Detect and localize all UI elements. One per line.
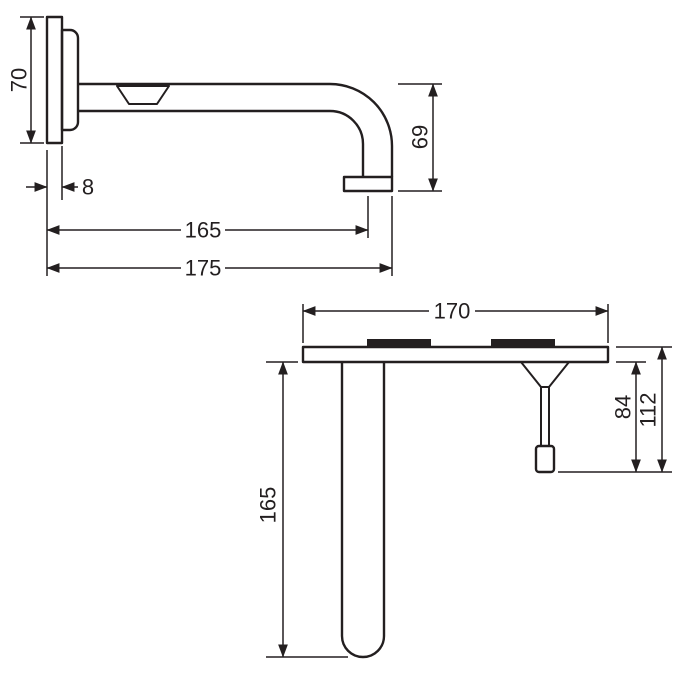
dim-spout-drop: 69 <box>398 83 442 192</box>
side-view: 70 8 69 165 175 <box>7 15 442 281</box>
label-backing <box>181 257 225 279</box>
wall-plate <box>45 15 80 145</box>
dim-spout-length: 165 <box>256 361 348 658</box>
handle <box>520 361 570 474</box>
handle-cone <box>520 361 570 388</box>
dim-plate-width: 170 <box>302 299 609 343</box>
dimension-label-69: 69 <box>408 125 433 149</box>
dim-plate-height: 70 <box>7 16 44 144</box>
label-backing <box>181 219 225 241</box>
mounting-plate <box>301 339 610 364</box>
dimension-label-165: 165 <box>256 487 281 524</box>
mounting-slot-left <box>367 339 431 347</box>
mounting-slot-right <box>491 339 555 347</box>
spout-side <box>78 82 394 193</box>
spout-plan <box>340 362 386 659</box>
spout-inner-edge <box>78 109 365 177</box>
dim-total-reach: 175 <box>46 196 393 281</box>
dimension-label-84: 84 <box>611 395 636 419</box>
handle-stem <box>540 386 550 447</box>
dimension-label-170: 170 <box>434 299 471 324</box>
escutcheon-plate <box>45 15 64 145</box>
mounting-body <box>60 28 80 132</box>
dimension-label-112: 112 <box>636 392 661 427</box>
plate-outline <box>301 345 610 364</box>
dim-plate-depth: 8 <box>26 146 94 276</box>
aerator-insert <box>116 85 170 105</box>
dimension-label-165: 165 <box>185 218 222 243</box>
dimension-label-8: 8 <box>82 175 94 200</box>
dim-spout-reach: 165 <box>46 196 369 243</box>
dim-handle-depth: 84 <box>558 361 672 473</box>
dimension-label-175: 175 <box>185 256 222 281</box>
label-backing <box>429 300 475 322</box>
spout-outlet <box>342 175 394 193</box>
handle-grip <box>534 444 556 474</box>
spout-outer-edge <box>78 82 394 177</box>
plan-view: 170 165 84 112 <box>256 299 672 659</box>
dim-total-depth: 112 <box>616 346 672 473</box>
dimension-label-70: 70 <box>7 68 32 92</box>
